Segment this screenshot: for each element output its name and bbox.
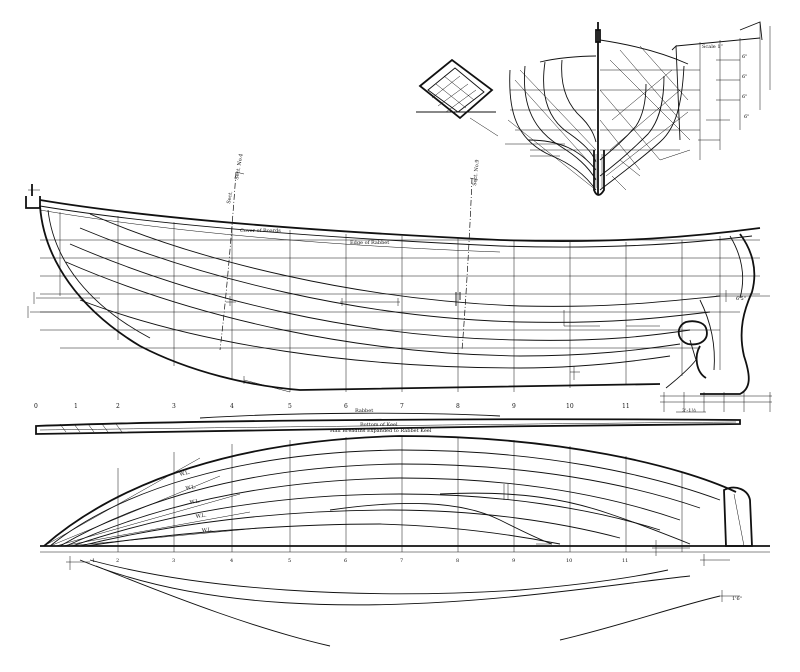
station-mark: 4	[230, 558, 233, 564]
station-mark: 7	[400, 558, 403, 564]
station-mark: 7	[400, 403, 404, 410]
body-keel	[593, 150, 605, 196]
svg-text:W.L.: W.L.	[189, 498, 201, 506]
keel-strip: Rabbet Bottom of Keel	[35, 408, 741, 435]
plan-station-numbers: 1 2 3 4 5 6 7 8 9 10 11	[92, 558, 628, 564]
station-mark: 1	[74, 403, 78, 410]
half-breadth-plan: Half Breadths Expanded to Rabbet Keel W.…	[40, 428, 770, 647]
station-mark: 8	[456, 558, 459, 564]
cover-board-label: Cover of Boards	[240, 228, 281, 234]
svg-text:W.L.: W.L.	[195, 512, 207, 519]
body-sections-left	[505, 55, 597, 191]
svg-text:Sect.: Sect.	[226, 190, 234, 204]
station-mark: 11	[622, 558, 628, 564]
body-dimensions: Scale 1ˮ 6" 6" 6" 6"	[611, 21, 771, 191]
bottom-keel-label: Bottom of Keel	[360, 422, 398, 428]
svg-text:6": 6"	[742, 54, 747, 60]
station-mark: 6	[344, 403, 348, 410]
svg-text:Scale 1ˮ: Scale 1ˮ	[702, 44, 724, 50]
station-mark: 11	[622, 403, 630, 410]
profile-dimensions	[27, 292, 600, 393]
station-mark: 3	[172, 558, 175, 564]
station-mark: 6	[344, 558, 347, 564]
profile-stern-rudder: 6'5" 3'-1½	[626, 233, 772, 414]
plan-transom	[723, 486, 753, 547]
station-mark: 3	[172, 403, 176, 410]
svg-text:6'5": 6'5"	[736, 296, 746, 302]
profile-bottom	[39, 205, 661, 391]
station-mark: 9	[512, 403, 516, 410]
profile-waterlines	[40, 213, 760, 369]
station-mark: 5	[288, 403, 292, 410]
edge-rabbet-label: Edge of Rabbet	[350, 240, 389, 246]
plan-sheer	[43, 435, 737, 547]
plan-stations	[117, 436, 683, 552]
profile-sheer	[39, 199, 761, 242]
half-breadths-label: Half Breadths Expanded to Rabbet Keel	[330, 428, 432, 434]
plan-curve-labels: W.L. W.L. W.L. W.L. W.L.	[179, 469, 213, 534]
station-mark: 9	[512, 558, 515, 564]
svg-text:Sect. No.9: Sect. No.9	[472, 159, 481, 186]
station-mark: 4	[230, 403, 234, 410]
station-mark: 2	[116, 403, 120, 410]
svg-text:6": 6"	[744, 114, 749, 120]
svg-text:6": 6"	[742, 74, 747, 80]
profile-stations	[59, 212, 721, 392]
svg-text:W.L.: W.L.	[179, 469, 191, 478]
profile-diagonals: Sect. No.4 Sect. No.9 Sect.	[219, 153, 481, 351]
plan-expansion-curves: 1'6"	[66, 554, 742, 647]
transom-view	[416, 58, 499, 137]
body-plan: Scale 1ˮ 6" 6" 6" 6"	[416, 21, 771, 196]
station-mark: 10	[566, 403, 574, 410]
rabbet-label: Rabbet	[355, 408, 373, 414]
station-mark: 8	[456, 403, 460, 410]
body-sections-right	[599, 39, 700, 191]
plan-diagonals	[43, 457, 261, 547]
plan-waterlines	[49, 449, 721, 547]
svg-text:1'6": 1'6"	[732, 596, 742, 602]
profile-stem	[25, 184, 41, 209]
svg-text:Sect. No.4: Sect. No.4	[234, 153, 245, 180]
station-mark: 0	[34, 403, 38, 410]
station-mark: 5	[288, 558, 291, 564]
svg-text:3'-1½: 3'-1½	[682, 407, 696, 414]
svg-text:W.L.: W.L.	[185, 484, 197, 492]
station-mark: 2	[116, 558, 119, 564]
profile-view: Sect. No.4 Sect. No.9 Sect. Cover of Boa…	[25, 153, 772, 414]
svg-text:6": 6"	[742, 94, 747, 100]
svg-text:W.L.: W.L.	[202, 527, 214, 534]
station-mark: 10	[566, 558, 572, 564]
profile-station-numbers: 0 1 2 3 4 5 6 7 8 9 10 11	[34, 403, 630, 410]
